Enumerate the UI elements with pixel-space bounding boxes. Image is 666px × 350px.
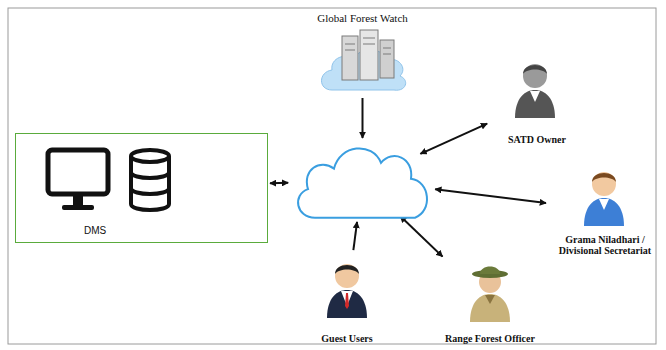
system-box: DMS [15, 133, 268, 243]
cloud-outline [290, 140, 435, 220]
node-label: Guest Users [309, 333, 385, 344]
node-label: SATD Owner [489, 134, 585, 145]
server-cloud-icon [322, 30, 406, 90]
actor-node: Grama Niladhari / Divisional Secretariat [548, 163, 662, 258]
connector-arrow [420, 124, 487, 154]
connector-arrow [353, 222, 357, 250]
person-icon [470, 267, 510, 323]
node-label: Grama Niladhari / Divisional Secretariat [553, 234, 657, 256]
person-icon [584, 172, 624, 226]
connector-arrow [362, 98, 364, 138]
cloud-node [290, 140, 435, 220]
node-label: Range Forest Officer [437, 333, 543, 344]
actor-node: Guest Users [309, 252, 385, 346]
connector-arrow [270, 182, 288, 185]
frame [8, 8, 656, 344]
connector-arrow [435, 189, 546, 203]
actor-node: SATD Owner [489, 55, 585, 147]
database-icon [131, 150, 169, 210]
server-node: Global Forest Watch [282, 8, 443, 96]
cloud-shape [298, 148, 427, 217]
node-label: Global Forest Watch [282, 12, 443, 24]
monitor-icon [48, 150, 108, 210]
node-label: DMS [84, 225, 106, 236]
person-icon [327, 264, 367, 318]
actor-node: Range Forest Officer [437, 258, 543, 346]
connector-arrow [400, 216, 442, 257]
person-icon [515, 64, 555, 118]
